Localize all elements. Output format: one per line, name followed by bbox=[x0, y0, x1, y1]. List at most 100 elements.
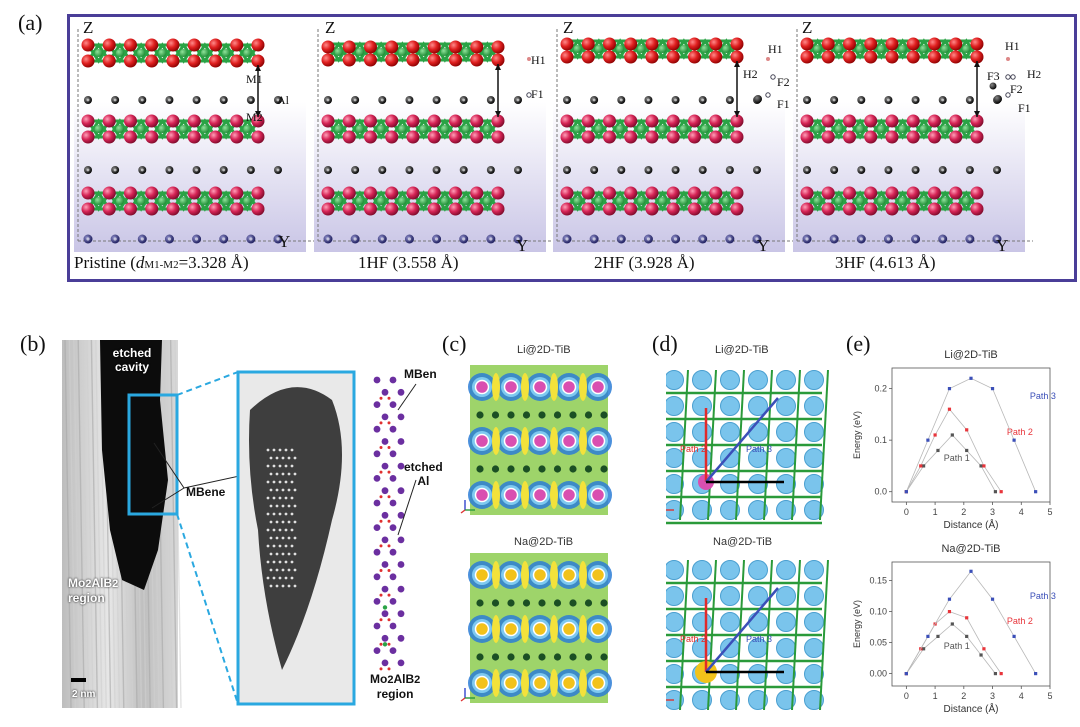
metal-atom bbox=[230, 114, 244, 128]
metal-atom bbox=[187, 130, 201, 144]
metal-atom bbox=[166, 186, 180, 200]
ti-atom bbox=[692, 396, 712, 416]
charge-lobe bbox=[521, 373, 529, 401]
b-atom bbox=[387, 593, 391, 597]
metal-atom bbox=[970, 37, 984, 51]
al-atom-highlight bbox=[434, 237, 439, 241]
charge-lobe bbox=[550, 669, 558, 697]
lattice-dot bbox=[293, 536, 297, 540]
ion-center bbox=[561, 621, 577, 637]
ti-atom bbox=[720, 586, 740, 606]
metal-atom bbox=[603, 114, 616, 128]
boron-atom bbox=[491, 465, 500, 473]
ti-atom bbox=[776, 612, 796, 632]
boron-atom bbox=[834, 125, 843, 133]
al-atom-highlight bbox=[249, 168, 253, 172]
ti-atom bbox=[748, 612, 768, 632]
al-atom-highlight bbox=[914, 168, 917, 172]
boron-atom bbox=[941, 125, 950, 133]
al-atom-highlight bbox=[276, 98, 280, 102]
boron-atom bbox=[507, 599, 515, 607]
mo-atom bbox=[381, 536, 389, 544]
data-point bbox=[969, 376, 973, 380]
boron-atom bbox=[522, 411, 531, 419]
ti-atom bbox=[720, 422, 740, 442]
metal-atom bbox=[427, 186, 441, 200]
x-axis-label: Distance (Å) bbox=[943, 518, 998, 531]
ti-atom bbox=[748, 690, 768, 710]
boron-atom bbox=[200, 49, 209, 57]
charge-lobe bbox=[579, 615, 587, 643]
boron-atom bbox=[355, 197, 364, 205]
panel-d-label: (d) bbox=[652, 331, 678, 356]
y-tick-label: 0.2 bbox=[874, 384, 887, 394]
metal-atom bbox=[449, 186, 462, 200]
pointer-line bbox=[153, 442, 185, 489]
metal-atom bbox=[102, 38, 116, 52]
boron-atom bbox=[722, 197, 731, 205]
f-ion bbox=[1010, 74, 1016, 80]
charge-lobe bbox=[550, 615, 558, 643]
metal-atom bbox=[906, 50, 920, 64]
x-tick-label: 0 bbox=[904, 691, 909, 701]
boron-atom bbox=[538, 599, 546, 607]
boron-atom bbox=[522, 653, 531, 661]
b-atom bbox=[387, 470, 391, 474]
metal-atom bbox=[145, 202, 159, 216]
data-point bbox=[1012, 438, 1016, 442]
data-point bbox=[947, 610, 952, 614]
al-atom-highlight bbox=[516, 98, 520, 102]
metal-atom bbox=[209, 54, 222, 68]
boron-atom bbox=[94, 125, 103, 133]
boron-atom bbox=[538, 411, 546, 419]
ion-center bbox=[503, 675, 519, 691]
ti-atom bbox=[748, 396, 768, 416]
y-tick-label: 0.1 bbox=[874, 435, 887, 445]
panel-e-label: (e) bbox=[846, 331, 871, 356]
boron-atom bbox=[569, 599, 577, 607]
metal-atom bbox=[730, 202, 744, 216]
b-atom bbox=[379, 618, 383, 622]
boron-chain bbox=[791, 559, 801, 710]
b-atom bbox=[379, 642, 383, 646]
boron-chain bbox=[707, 369, 717, 521]
al-atom-highlight bbox=[353, 237, 357, 241]
boron-atom bbox=[222, 125, 231, 133]
metal-atom bbox=[342, 130, 356, 144]
al-atom-highlight bbox=[276, 168, 280, 172]
ti-atom bbox=[692, 500, 712, 520]
boron-atom bbox=[158, 125, 167, 133]
metal-atom bbox=[821, 114, 835, 128]
lattice-dot bbox=[284, 544, 288, 548]
metal-atom bbox=[251, 202, 265, 216]
mo-atom bbox=[397, 462, 405, 470]
lattice-dot bbox=[287, 584, 291, 588]
metal-atom bbox=[145, 130, 159, 144]
metal-atom bbox=[906, 114, 920, 128]
boron-atom bbox=[507, 653, 515, 661]
data-point bbox=[993, 490, 998, 494]
axis-z-label: Z bbox=[563, 18, 574, 37]
boron-atom bbox=[856, 125, 865, 133]
data-point bbox=[979, 653, 983, 657]
ti-atom bbox=[666, 560, 684, 580]
x-axis-label: Distance (Å) bbox=[943, 702, 998, 715]
metal-atom bbox=[603, 130, 616, 144]
lattice-dot bbox=[272, 464, 276, 468]
arrow-head bbox=[734, 61, 740, 67]
al-atom-highlight bbox=[646, 237, 651, 241]
boron-chain bbox=[679, 369, 689, 521]
metal-atom bbox=[470, 114, 484, 128]
b-atom bbox=[379, 544, 383, 548]
ti-atom bbox=[776, 500, 796, 520]
plot-frame bbox=[891, 367, 1051, 503]
metal-atom bbox=[949, 114, 963, 128]
ti-atom bbox=[666, 690, 684, 710]
al-atom bbox=[382, 642, 388, 647]
lattice-dot bbox=[293, 568, 297, 572]
lattice-dot bbox=[284, 464, 288, 468]
metal-atom bbox=[321, 130, 335, 144]
data-point bbox=[950, 433, 954, 437]
ion-center bbox=[532, 675, 548, 691]
